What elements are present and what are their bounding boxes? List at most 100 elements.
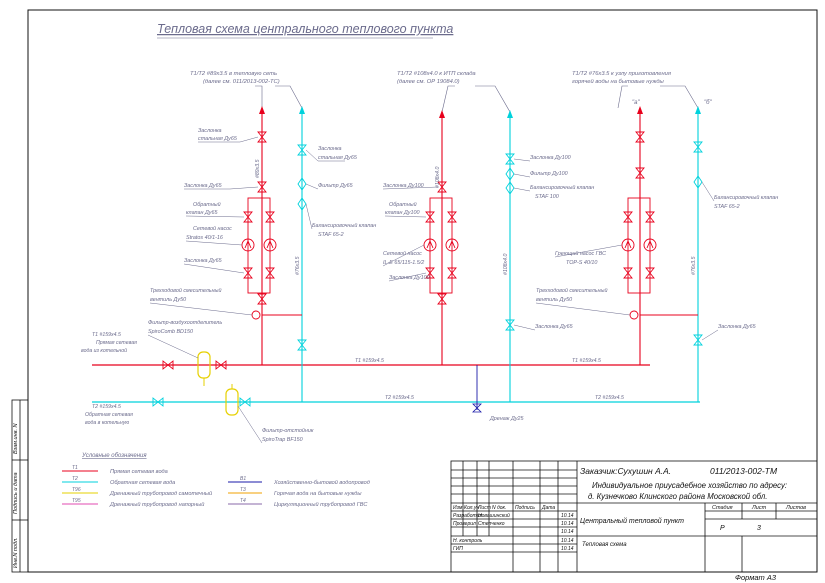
callout-mid-pump-1: Сетевой насос bbox=[383, 250, 422, 257]
supply-in-l2: вода из котельной bbox=[81, 347, 127, 354]
title-block bbox=[450, 460, 818, 573]
mud-trap bbox=[225, 384, 239, 416]
callout-left-valve-top-2: стальная Ду65 bbox=[198, 136, 238, 142]
tb-row1-name: Новашинский bbox=[478, 512, 510, 519]
tb-drawing-name: Тепловая схема bbox=[582, 542, 627, 548]
callout-mid-check-1: Обратный bbox=[389, 201, 417, 208]
pump-symbols bbox=[241, 238, 657, 252]
threeway-valves bbox=[251, 310, 639, 320]
callout-left-filter: Фильтр Ду65 bbox=[318, 183, 354, 189]
return-in-code: Т2 #159х4.5 bbox=[92, 404, 121, 410]
tb-format: Формат А3 bbox=[735, 573, 777, 582]
callout-mid-valve3: Заслонка Ду100 bbox=[389, 275, 430, 281]
tb-h-koluch: Кол.уч bbox=[464, 505, 479, 511]
callout-mid-check-2: клапан Ду100 bbox=[385, 210, 420, 216]
tb-row4-date: 10.14 bbox=[561, 538, 574, 544]
callout-mid-pump-2: IL-E 65/115-1.5/2 bbox=[383, 260, 424, 266]
callout-right-pump-1: Греющий насос ГВС bbox=[555, 250, 606, 257]
supply-in-l1: Прямая сетевая bbox=[96, 340, 137, 346]
callout-right-balance-1: Балансировочный клапан bbox=[714, 194, 778, 201]
legend-text-t4: Циркуляционный трубопровод ГВС bbox=[274, 501, 368, 508]
note-right-1: Т1/Т2 #76х3.5 к узлу приготовления bbox=[572, 71, 671, 77]
side-stamp-sign: Подпись и дата bbox=[13, 472, 19, 514]
tb-h-izm: Изм bbox=[453, 505, 463, 511]
left-pump-loop bbox=[247, 197, 271, 294]
tb-stage-header: Стадия bbox=[712, 505, 733, 511]
note-left-2: (далее см. 011/2013-002-ТС) bbox=[203, 79, 280, 85]
side-stamp-inv: Инв.N подл. bbox=[13, 537, 19, 568]
tb-row2-role: Проверил bbox=[453, 521, 476, 527]
callout-left-balance-2: STAF 65-2 bbox=[318, 232, 344, 238]
tb-sheet-title: Центральный тепловой пункт bbox=[580, 517, 684, 525]
legend-code-t95: Т95 bbox=[72, 498, 81, 504]
callout-mid-valve2: Заслонка Ду100 bbox=[383, 183, 424, 189]
note-left-1: Т1/Т2 #89х3.5 в тепловую сеть bbox=[190, 71, 277, 77]
deaerator bbox=[197, 351, 211, 386]
note-right-2: горячей воды на бытовые нужды bbox=[572, 78, 665, 85]
callout-left-pump-2: Stratos 40/1-16 bbox=[186, 235, 223, 241]
legend-text-t3: Горячая вода на бытовые нужды bbox=[274, 491, 362, 497]
callout-right-valve-t2: Заслонка Ду65 bbox=[718, 324, 757, 330]
tb-h-ndoc: N док. bbox=[492, 505, 506, 511]
t1-main-label-b: Т1 #159х4.5 bbox=[572, 358, 601, 364]
side-stamp-replace: Взам.инв. N bbox=[13, 423, 19, 454]
callout-leaders bbox=[147, 136, 719, 444]
legend-code-t3: Т3 bbox=[240, 487, 246, 493]
callout-mid-balance-1: Балансировочный клапан bbox=[530, 184, 594, 191]
callout-left-mudtrap-2: SpiroTrap BF150 bbox=[262, 437, 303, 443]
marker-a: "а" bbox=[632, 100, 640, 106]
note-mid-2: (далее см. ОР 19084.0) bbox=[397, 79, 460, 85]
tb-doc-code: 011/2013-002-ТМ bbox=[710, 466, 778, 476]
tb-row5-role: ГИП bbox=[453, 546, 463, 552]
mid-pump-2 bbox=[445, 238, 459, 252]
callout-mid-drain: Дренаж Ду25 bbox=[489, 416, 525, 422]
valve-symbols bbox=[152, 131, 703, 407]
t2-main-label-a: Т2 #159х4.5 bbox=[385, 395, 414, 401]
callout-left-check-2: клапан Ду65 bbox=[186, 210, 219, 216]
callout-left-threeway-1: Трехходовой смесительный bbox=[150, 287, 222, 294]
filter-symbols bbox=[297, 167, 703, 211]
tb-sheets-header: Листов bbox=[785, 505, 806, 511]
return-in-l1: Обратная сетевая bbox=[85, 412, 133, 418]
callout-left-mudtrap-1: Фильтр-отстойник bbox=[262, 427, 314, 434]
page-title: Тепловая схема центрального теплового пу… bbox=[157, 22, 453, 36]
tb-customer: Заказчик:Сухушин А.А. bbox=[580, 466, 671, 476]
callout-mid-filter: Фильтр Ду100 bbox=[530, 171, 568, 177]
tb-row5-date: 10.14 bbox=[561, 546, 574, 552]
callout-mid-balance-2: STAF 100 bbox=[535, 194, 559, 200]
callout-left-valve-top-1: Заслонка bbox=[198, 128, 222, 134]
callout-left-valve-t2-1: Заслонка bbox=[318, 146, 342, 152]
left-pump-2 bbox=[263, 238, 277, 252]
legend-text-t96: Дренажный трубопровод самотечный bbox=[109, 490, 212, 497]
legend: Условные обозначения Т1 Прямая сетевая в… bbox=[62, 453, 370, 508]
callout-right-balance-2: STAF 65-2 bbox=[714, 204, 740, 210]
tb-row2-name: Степченко bbox=[478, 521, 505, 527]
callout-left-pump-1: Сетевой насос bbox=[193, 225, 232, 232]
legend-code-t96: Т96 bbox=[72, 487, 81, 493]
tb-stage: Р bbox=[720, 525, 725, 532]
right-riser-t2-label: #76х3.5 bbox=[691, 256, 697, 275]
callout-left-threeway-2: вентиль Ду50 bbox=[150, 297, 186, 303]
tb-sheet-header: Лист bbox=[751, 505, 767, 511]
callout-right-threeway-2: вентиль Ду50 bbox=[536, 297, 572, 303]
legend-code-t2: Т2 bbox=[72, 476, 78, 482]
t2-main-label-b: Т2 #159х4.5 bbox=[595, 395, 624, 401]
left-riser-t1-label: #89х3.5 bbox=[255, 159, 261, 178]
legend-title: Условные обозначения bbox=[81, 453, 147, 459]
right-pump-loop bbox=[627, 197, 651, 294]
tb-h-date: Дата bbox=[541, 505, 555, 511]
callout-right-pump-2: TOP-S 40/10 bbox=[566, 260, 597, 266]
callout-left-deaerator-2: SpiroComb BD150 bbox=[148, 329, 193, 335]
tb-h-list: Лист bbox=[477, 505, 491, 511]
legend-text-t2: Обратная сетевая вода bbox=[110, 480, 175, 486]
tb-project-2: д. Кузнечково Клинского района Московско… bbox=[588, 492, 767, 501]
tb-row3-date: 10.14 bbox=[561, 529, 574, 535]
callout-mid-valve-t2: Заслонка Ду65 bbox=[535, 324, 574, 330]
note-leaders bbox=[255, 85, 699, 113]
callout-right-threeway-1: Трехходовой смесительный bbox=[536, 287, 608, 294]
tb-project-1: Индивидуальное приусадебное хозяйство по… bbox=[592, 481, 787, 490]
callout-left-valve2: Заслонка Ду65 bbox=[184, 183, 223, 189]
tb-row2-date: 10.14 bbox=[561, 521, 574, 527]
legend-code-t1: Т1 bbox=[72, 465, 78, 471]
